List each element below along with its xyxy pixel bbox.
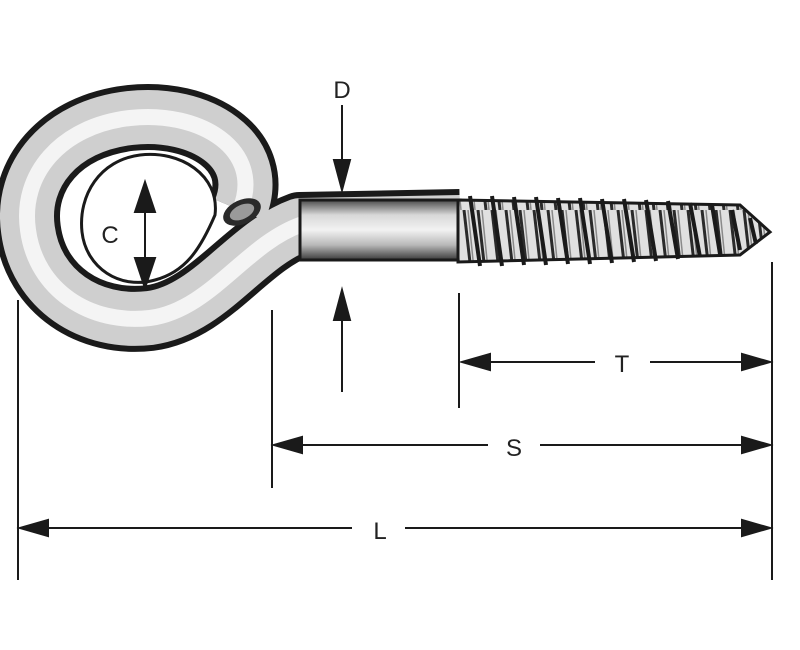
arrow-T-right: [741, 352, 774, 372]
arrow-S-right: [741, 435, 774, 455]
dimension-C: C: [101, 178, 157, 292]
extension-lines: [17, 262, 773, 580]
label-D: D: [333, 77, 350, 104]
shank: [298, 198, 462, 262]
arrow-T-left: [458, 352, 491, 372]
dimension-D: D: [332, 77, 352, 392]
label-C: C: [101, 222, 118, 249]
eye-loop-highlight: [19, 109, 461, 327]
dimension-T: T: [458, 351, 774, 378]
dimension-S: S: [270, 435, 774, 462]
screw-eye-hook: [0, 84, 773, 352]
arrow-C-up: [133, 178, 157, 213]
label-T: T: [615, 351, 630, 378]
arrow-S-left: [270, 435, 303, 455]
arrow-D-down: [332, 159, 352, 194]
arrow-D-up: [332, 286, 352, 321]
arrow-C-down: [133, 257, 157, 292]
dimension-L: L: [16, 518, 774, 545]
arrow-L-right: [741, 518, 774, 538]
label-L: L: [373, 518, 386, 545]
eye-opening: [80, 152, 217, 284]
arrow-L-left: [16, 518, 49, 538]
threaded-section: [456, 198, 773, 264]
thread-crests: [468, 195, 758, 267]
label-S: S: [506, 435, 522, 462]
